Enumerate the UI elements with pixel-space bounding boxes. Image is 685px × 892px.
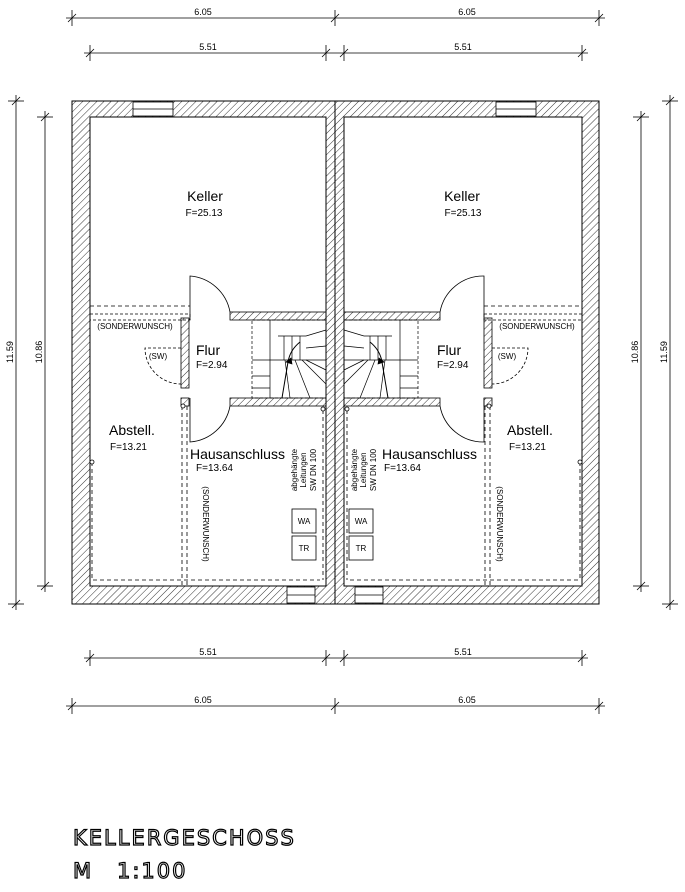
room-area-hausanschluss-right: F=13.64: [384, 463, 421, 474]
stairs-left: [251, 319, 327, 399]
dim-right-inner: 10.86: [630, 341, 640, 364]
right-unit-labels: Keller F=25.13 (SONDERWUNSCH) (SW) Flur …: [350, 188, 575, 562]
drawing-title: KELLERGESCHOSS M 1:100: [72, 825, 296, 883]
door-sw-left: [144, 347, 182, 385]
dim-left-inner: 10.86: [34, 341, 44, 364]
room-area-flur-right: F=2.94: [437, 360, 469, 371]
dim-top-outer-left: 6.05: [194, 7, 212, 17]
room-name-hausanschluss-right: Hausanschluss: [382, 446, 477, 462]
sonderwunsch-vertical-left: (SONDERWUNSCH): [201, 486, 210, 562]
dashed-lines: [90, 305, 582, 586]
door-flur-bottom-left: [189, 398, 231, 443]
tr-label-right: TR: [356, 544, 367, 553]
room-name-flur-right: Flur: [437, 342, 461, 358]
left-unit-labels: Keller F=25.13 (SONDERWUNSCH) (SW) Flur …: [97, 188, 318, 562]
door-sw-right: [491, 347, 529, 385]
sonderwunsch-vertical-right: (SONDERWUNSCH): [495, 486, 504, 562]
room-name-flur-left: Flur: [196, 342, 220, 358]
dim-top-inner-right: 5.51: [454, 42, 472, 52]
dimension-lines: [8, 10, 678, 714]
appliances: [291, 508, 374, 561]
doors-right: [439, 275, 529, 443]
dim-left-outer: 11.59: [5, 341, 15, 363]
pipe-points: [89, 403, 583, 465]
wa-label-right: WA: [355, 517, 368, 526]
tr-label-left: TR: [299, 544, 310, 553]
room-name-abstell-left: Abstell.: [109, 422, 155, 438]
room-name-abstell-right: Abstell.: [507, 422, 553, 438]
dim-top-outer-right: 6.05: [458, 7, 476, 17]
door-flur-top-right: [439, 275, 485, 320]
pipe-note-line1-right: abgehängte: [350, 448, 359, 491]
dim-bottom-inner-left: 5.51: [199, 647, 217, 657]
wa-box-left: [291, 508, 317, 534]
pipe-note-line2-right: Leitungen: [359, 452, 368, 487]
pipe-note-line3-left: SW DN 100: [309, 448, 318, 491]
sonderwunsch-label-left: (SONDERWUNSCH): [97, 322, 173, 331]
wa-label-left: WA: [298, 517, 311, 526]
room-area-abstell-left: F=13.21: [110, 442, 147, 453]
room-area-keller-right: F=25.13: [445, 208, 482, 219]
stairs-right: [343, 319, 419, 399]
wa-box-right: [348, 508, 374, 534]
pipe-note-line2-left: Leitungen: [299, 452, 308, 487]
title-kellergeschoss: KELLERGESCHOSS: [73, 826, 296, 850]
dim-bottom-inner-right: 5.51: [454, 647, 472, 657]
sonderwunsch-label-right: (SONDERWUNSCH): [499, 322, 575, 331]
dim-right-outer: 11.59: [659, 341, 669, 363]
sw-label-right: (SW): [498, 352, 517, 361]
door-flur-bottom-right: [439, 398, 485, 443]
tr-box-right: [348, 535, 374, 561]
room-name-keller-left: Keller: [187, 188, 223, 204]
walls: [71, 100, 600, 605]
tr-box-left: [291, 535, 317, 561]
title-scale-value: 1:100: [117, 859, 188, 883]
pipe-note-line1-left: abgehängte: [290, 448, 299, 491]
doors-left: [144, 275, 231, 443]
room-area-flur-left: F=2.94: [196, 360, 228, 371]
dim-top-inner-left: 5.51: [199, 42, 217, 52]
room-area-keller-left: F=25.13: [186, 208, 223, 219]
title-scale-m: M: [73, 859, 93, 883]
room-name-hausanschluss-left: Hausanschluss: [190, 446, 285, 462]
sw-label-left: (SW): [149, 352, 168, 361]
dim-bottom-outer-left: 6.05: [194, 695, 212, 705]
room-area-abstell-right: F=13.21: [509, 442, 546, 453]
room-area-hausanschluss-left: F=13.64: [196, 463, 233, 474]
pipe-note-line3-right: SW DN 100: [369, 448, 378, 491]
room-name-keller-right: Keller: [444, 188, 480, 204]
door-flur-top-left: [189, 275, 231, 320]
dim-bottom-outer-right: 6.05: [458, 695, 476, 705]
dimension-labels: 6.05 6.05 5.51 5.51 5.51 5.51 6.05 6.05 …: [5, 7, 669, 705]
